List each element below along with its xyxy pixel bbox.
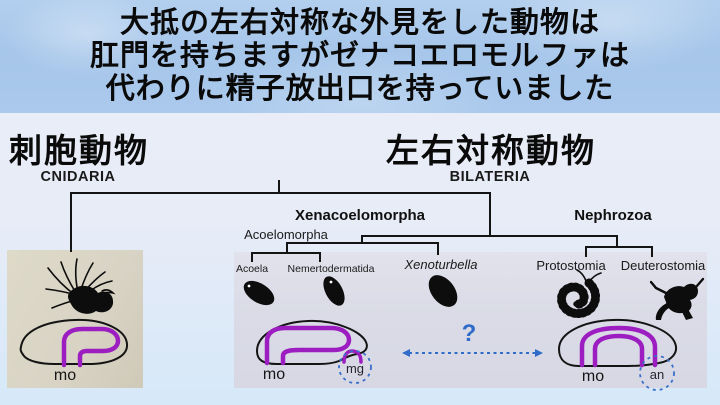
- dashed-circle-mg: [338, 350, 372, 384]
- protostomia-silhouette: [557, 269, 602, 318]
- through-gut-outer: [579, 325, 658, 368]
- nemertodermatida-silhouette: [323, 276, 345, 306]
- body-outline: [19, 318, 129, 365]
- header-text: 大抵の左右対称な外見をした動物は 肛門を持ちますがゼナコエロモルファは 代わりに…: [0, 7, 720, 106]
- cnidarian-bodyplan: [19, 318, 129, 368]
- bilateria-heading-latin: BILATERIA: [449, 169, 531, 185]
- nephrozoan-bodyplan: [557, 318, 677, 391]
- label-mouth-cnidarian: mo: [53, 367, 77, 384]
- node-nemertodermatida: Nemertodermatida: [287, 263, 375, 275]
- label-male-gonopore: mg: [345, 361, 365, 376]
- phylogenetic-tree-lines: [70, 180, 653, 262]
- node-acoelomorpha: Acoelomorpha: [244, 227, 328, 242]
- node-xenoturbella: Xenoturbella: [404, 257, 478, 272]
- body-outline: [557, 318, 677, 367]
- label-mouth-xena: mo: [262, 366, 286, 383]
- uncertainty-question-mark: ?: [461, 320, 477, 347]
- node-acoela: Acoela: [235, 263, 269, 275]
- deuterostomia-silhouette: [649, 277, 705, 320]
- xenacoelomorph-bodyplan: [255, 319, 372, 384]
- header-line-2: 肛門を持ちますがゼナコエロモルファは: [89, 40, 630, 72]
- header-line-1: 大抵の左右対称な外見をした動物は: [119, 7, 600, 39]
- through-gut-inner: [592, 333, 645, 368]
- uncertainty-arrow-icon: [402, 349, 543, 357]
- cnidaria-heading-latin: CNIDARIA: [40, 169, 116, 185]
- node-deuterostomia: Deuterostomia: [620, 258, 706, 273]
- blind-gut: [61, 326, 121, 368]
- node-nephrozoa: Nephrozoa: [574, 207, 652, 224]
- cnidarian-body: [68, 285, 114, 314]
- xenoturbella-silhouette: [428, 275, 458, 307]
- bilateria-heading-jp: 左右対称動物: [386, 132, 596, 169]
- header-line-3: 代わりに精子放出口を持っていました: [105, 73, 615, 105]
- blind-gut: [264, 325, 352, 366]
- acoela-silhouette: [243, 280, 275, 306]
- dashed-circle-an: [639, 355, 675, 391]
- cnidarian-illustration: [45, 258, 116, 314]
- cnidaria-heading-jp: 刺胞動物: [9, 132, 149, 169]
- label-anus: an: [649, 367, 665, 382]
- header-band: 大抵の左右対称な外見をした動物は 肛門を持ちますがゼナコエロモルファは 代わりに…: [0, 0, 720, 113]
- label-mouth-nephrozoan: mo: [581, 368, 605, 385]
- node-xenacoelomorpha: Xenacoelomorpha: [294, 207, 426, 224]
- node-protostomia: Protostomia: [536, 258, 606, 273]
